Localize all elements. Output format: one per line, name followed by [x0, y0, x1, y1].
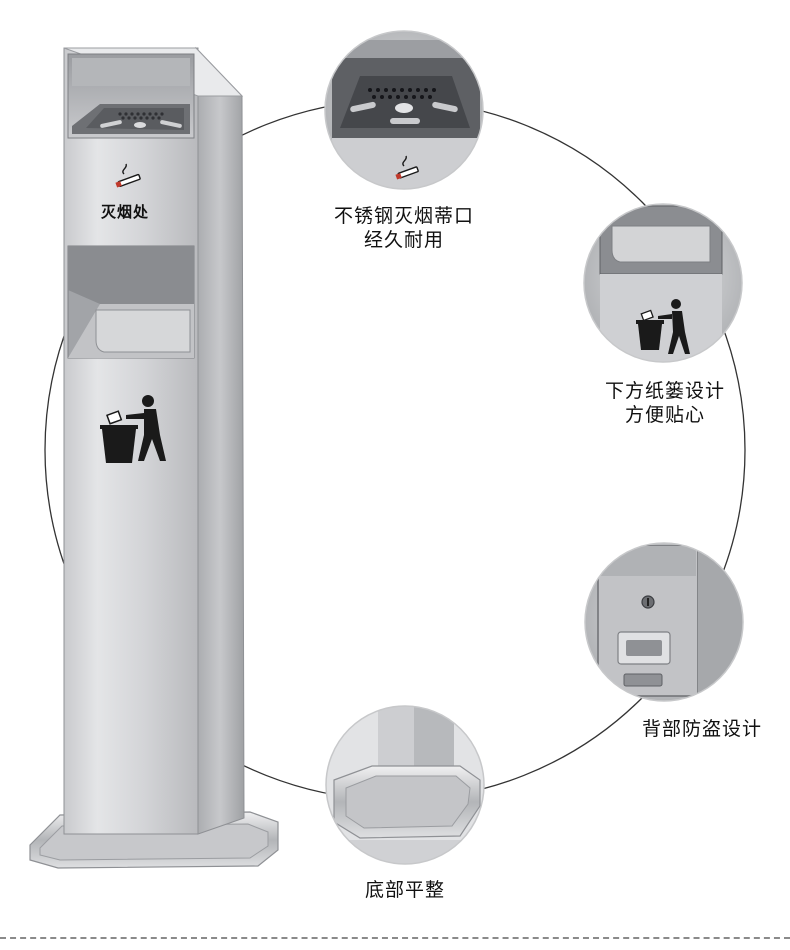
feature-caption-line: 方便贴心	[624, 404, 705, 426]
lock-icon	[641, 595, 655, 609]
ashtray-bin	[29, 46, 279, 869]
detail-bubble-base	[326, 706, 484, 864]
feature-caption-base: 底部平整	[345, 878, 465, 902]
handle-icon	[617, 631, 671, 665]
feature-caption-line: 底部平整	[364, 879, 445, 901]
feature-caption-line: 经久耐用	[363, 229, 444, 251]
bottom-divider	[0, 937, 790, 939]
feature-caption-ashtray: 不锈钢灭烟蒂口 经久耐用	[318, 204, 490, 252]
detail-bubble-lock	[585, 543, 743, 701]
feature-caption-line: 不锈钢灭烟蒂口	[333, 205, 474, 227]
detail-bubble-trash	[584, 204, 742, 362]
cigarette-icon	[115, 163, 141, 188]
product-label: 灭烟处	[101, 203, 150, 221]
feature-caption-line: 下方纸篓设计	[604, 380, 725, 402]
feature-caption-trash: 下方纸篓设计 方便贴心	[585, 379, 745, 427]
detail-bubble-ashtray	[325, 31, 483, 189]
litter-person-icon	[100, 395, 166, 463]
feature-caption-line: 背部防盗设计	[641, 718, 762, 740]
feature-caption-lock: 背部防盗设计	[620, 717, 784, 741]
